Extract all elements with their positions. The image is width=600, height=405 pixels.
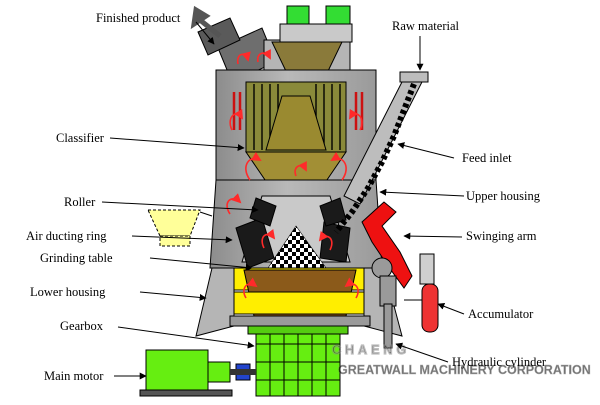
watermark-company: GREATWALL MACHINERY CORPORATION [338,363,591,377]
label-swinging-arm: Swinging arm [466,229,537,243]
label-finished-product: Finished product [96,11,181,25]
label-roller: Roller [64,195,96,209]
green-fitting-right [325,5,351,25]
label-gearbox: Gearbox [60,319,104,333]
lower-housing [195,267,235,337]
label-feed-inlet: Feed inlet [462,151,512,165]
green-fitting-left [286,5,310,25]
roller-right [319,221,351,263]
label-lower-housing: Lower housing [30,285,106,299]
label-air-ducting-ring: Air ducting ring [26,229,107,243]
watermark-brand: CHAENG [332,343,410,357]
label-classifier: Classifier [56,131,105,145]
label-accumulator: Accumulator [468,307,534,321]
hydraulic-cylinder [379,275,397,307]
airflow-arrows [226,48,363,299]
leader-lines [101,21,465,380]
watermark: CHAENG GREATWALL MACHINERY CORPORATION [331,342,591,377]
label-upper-housing: Upper housing [466,189,541,203]
accumulator [421,283,439,333]
callout-labels: Finished product Raw material Classifier… [26,11,547,383]
label-grinding-table: Grinding table [40,251,113,265]
roller-left [235,217,275,269]
label-raw-material: Raw material [392,19,460,33]
finished-product-arrow [190,5,222,38]
label-hydraulic-cylinder: Hydraulic cylinder [452,355,547,369]
separator-sketch [147,209,201,237]
swinging-arm [361,201,413,289]
mill-body [139,5,439,397]
main-motor [145,349,209,395]
label-main-motor: Main motor [44,369,104,383]
